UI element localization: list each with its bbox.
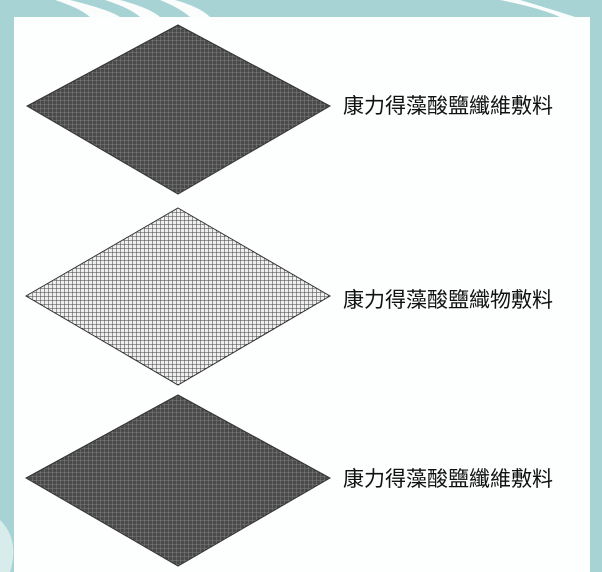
layer-2	[25, 207, 331, 386]
layer-3	[24, 394, 332, 567]
layer-2-label: 康力得藻酸鹽織物敷料	[343, 288, 553, 312]
layer-1-diamond	[25, 24, 332, 195]
layer-1	[25, 24, 332, 195]
layer-1-label: 康力得藻酸鹽纖維敷料	[343, 94, 553, 118]
layer-3-label: 康力得藻酸鹽纖維敷料	[343, 467, 553, 491]
layer-2-diamond	[25, 207, 331, 386]
layer-3-diamond	[24, 394, 332, 567]
